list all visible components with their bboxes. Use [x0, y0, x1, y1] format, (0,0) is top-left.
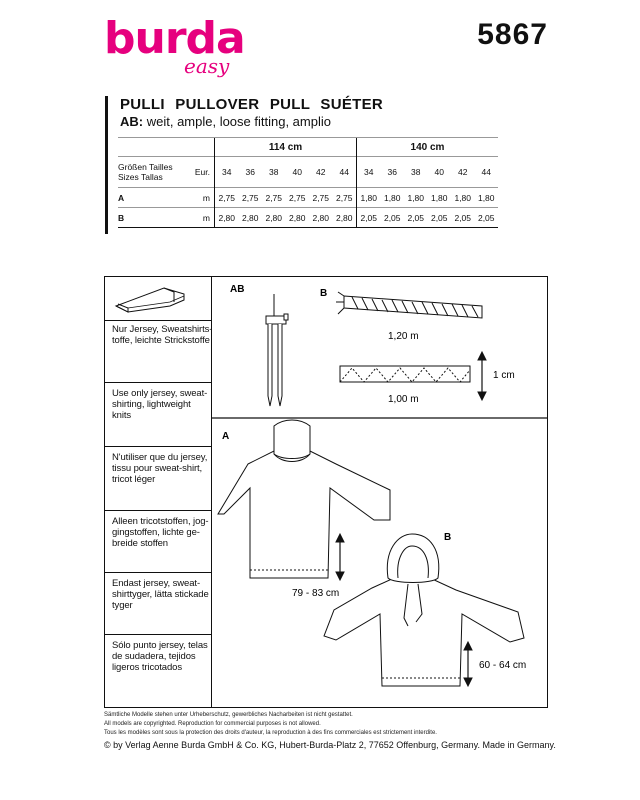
- eur-label: Eur.: [184, 156, 215, 188]
- pattern-number: 5867: [477, 18, 548, 51]
- size-header-4: 42: [309, 156, 333, 188]
- twin-needle-icon: [265, 294, 289, 407]
- illustration-area: AB B 1,20 m 1,00 m 1 cm A 79: [212, 284, 547, 688]
- brand-sub: easy: [184, 54, 230, 78]
- size-header-label: Größen Tailles Sizes Tallas: [118, 156, 184, 188]
- size-header-10: 42: [451, 156, 475, 188]
- size-header-2: 38: [262, 156, 286, 188]
- fabric-note: Use only jersey, sweat- shirting, lightw…: [112, 388, 208, 421]
- hoodie-b-drawing: [323, 533, 525, 687]
- divider: [104, 634, 212, 635]
- yardage-value: 2,05: [356, 207, 381, 228]
- subtitle-code: AB:: [120, 114, 144, 129]
- size-header-3: 40: [285, 156, 309, 188]
- fabric-width-140: 140 cm: [356, 137, 498, 157]
- tape-width-arrow: [477, 350, 487, 402]
- yardage-value: 2,05: [427, 207, 451, 228]
- fabric-note: Sólo punto jersey, telas de sudadera, te…: [112, 640, 208, 673]
- yardage-value: 2,75: [262, 187, 286, 208]
- pattern-subtitle: AB: weit, ample, loose fitting, amplio: [120, 114, 331, 129]
- view-a-label: A: [222, 431, 229, 442]
- yardage-value: 1,80: [380, 187, 404, 208]
- publisher-line: © by Verlag Aenne Burda GmbH & Co. KG, H…: [104, 740, 556, 750]
- yardage-value: 2,75: [309, 187, 333, 208]
- fabric-note: Endast jersey, sweat- shirttyger, lätta …: [112, 578, 209, 611]
- size-header-1: 36: [238, 156, 262, 188]
- yardage-value: 2,05: [451, 207, 475, 228]
- cord-icon: [336, 291, 483, 319]
- size-header-7: 36: [380, 156, 404, 188]
- fabric-note: Alleen tricotstoffen, jog- gingstoffen, …: [112, 516, 209, 549]
- size-header-8: 38: [404, 156, 428, 188]
- width-row: 114 cm 140 cm: [118, 137, 498, 157]
- divider: [104, 320, 212, 321]
- length-a: 79 - 83 cm: [292, 588, 339, 599]
- yardage-value: 2,05: [474, 207, 498, 228]
- pattern-title: PULLI PULLOVER PULL SUÉTER: [120, 96, 384, 113]
- burda-easy-logo: burda easy: [104, 14, 254, 84]
- divider: [104, 510, 212, 511]
- cord-length: 1,20 m: [388, 331, 419, 342]
- fabric-note: N'utiliser que du jersey, tissu pour swe…: [112, 452, 208, 485]
- yardage-value: 2,80: [285, 207, 309, 228]
- yardage-value: 2,80: [332, 207, 357, 228]
- notions-panel: [104, 276, 548, 708]
- length-a-arrow: [335, 532, 345, 582]
- yardage-value: 2,75: [214, 187, 239, 208]
- yardage-value: 2,80: [214, 207, 239, 228]
- pullover-a-drawing: [217, 419, 391, 579]
- divider: [104, 446, 212, 447]
- size-header-9: 40: [427, 156, 451, 188]
- unit: m: [184, 207, 215, 228]
- copyright-en: All models are copyrighted. Reproduction…: [104, 721, 321, 727]
- fabric-width-114: 114 cm: [214, 137, 357, 157]
- view-letter: A: [118, 187, 184, 208]
- size-header-5: 44: [332, 156, 357, 188]
- yardage-value: 2,80: [309, 207, 333, 228]
- yardage-table: 114 cm 140 cm Größen Tailles Sizes Talla…: [118, 137, 498, 228]
- yardage-value: 1,80: [356, 187, 381, 208]
- yardage-value: 2,05: [404, 207, 428, 228]
- length-b: 60 - 64 cm: [479, 660, 526, 671]
- divider: [104, 572, 212, 573]
- subtitle-text: weit, ample, loose fitting, amplio: [143, 114, 331, 129]
- tape-width: 1 cm: [493, 370, 515, 381]
- view-letter: B: [118, 207, 184, 228]
- yardage-value: 2,80: [238, 207, 262, 228]
- yardage-value: 2,80: [262, 207, 286, 228]
- size-header-0: 34: [214, 156, 239, 188]
- yardage-value: 1,80: [474, 187, 498, 208]
- needle-label: AB: [230, 284, 244, 295]
- size-header-11: 44: [474, 156, 498, 188]
- yardage-value: 2,75: [332, 187, 357, 208]
- title-bar: [105, 96, 108, 234]
- brand-name: burda: [104, 13, 246, 64]
- yardage-value: 2,75: [238, 187, 262, 208]
- copyright-de: Sämtliche Modelle stehen unter Urhebersc…: [104, 712, 353, 718]
- tape-length: 1,00 m: [388, 394, 419, 405]
- yardage-value: 2,75: [285, 187, 309, 208]
- cord-label: B: [320, 288, 327, 299]
- copyright-fr: Tous les modèles sont sous la protection…: [104, 730, 437, 736]
- fabric-column: [104, 276, 212, 708]
- yardage-value: 1,80: [427, 187, 451, 208]
- yardage-value: 1,80: [404, 187, 428, 208]
- yardage-value: 2,05: [380, 207, 404, 228]
- length-b-arrow: [463, 640, 473, 688]
- tape-icon: [339, 365, 471, 383]
- yardage-value: 1,80: [451, 187, 475, 208]
- divider: [104, 382, 212, 383]
- fabric-note: Nur Jersey, Sweatshirts- toffe, leichte …: [112, 324, 213, 346]
- size-header-6: 34: [356, 156, 381, 188]
- fabric-swatch-icon: [114, 287, 185, 313]
- unit: m: [184, 187, 215, 208]
- view-b-label: B: [444, 532, 451, 543]
